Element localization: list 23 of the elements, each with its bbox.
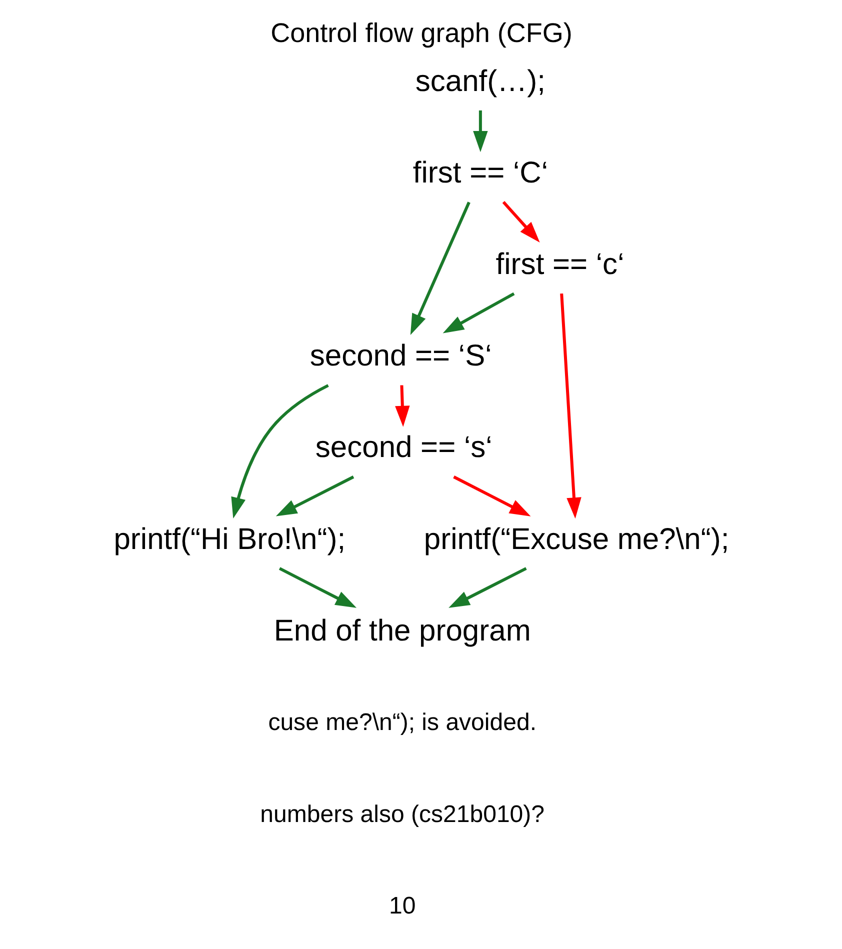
arrow	[394, 385, 410, 427]
arrow	[410, 202, 470, 335]
arrow	[452, 476, 530, 516]
node-text: printf(“Hi Bro!\n“);	[113, 522, 346, 556]
arrow	[442, 292, 514, 334]
diagram-title: Control flow graph (CFG)	[270, 18, 572, 48]
label: 10	[388, 892, 416, 920]
arrow	[278, 567, 356, 608]
arrow	[448, 567, 526, 608]
node-text: first == ‘c‘	[495, 248, 624, 282]
node-text: printf(“Excuse me?\n“);	[423, 522, 729, 556]
arrow	[560, 294, 581, 519]
node-text: second == ‘s‘	[314, 431, 492, 464]
arrow	[472, 110, 488, 152]
arrow	[230, 384, 328, 519]
label: cuse me?\n“); is avoided.	[268, 709, 536, 736]
label: numbers also (cs21b010)?	[260, 800, 544, 828]
node-text: first == ‘C‘	[412, 156, 548, 190]
arrow	[502, 201, 540, 243]
node-text: second == ‘S‘	[309, 340, 492, 373]
arrow	[275, 476, 354, 516]
node-text: scanf(…);	[414, 64, 545, 98]
node-text: End of the program	[273, 614, 530, 648]
